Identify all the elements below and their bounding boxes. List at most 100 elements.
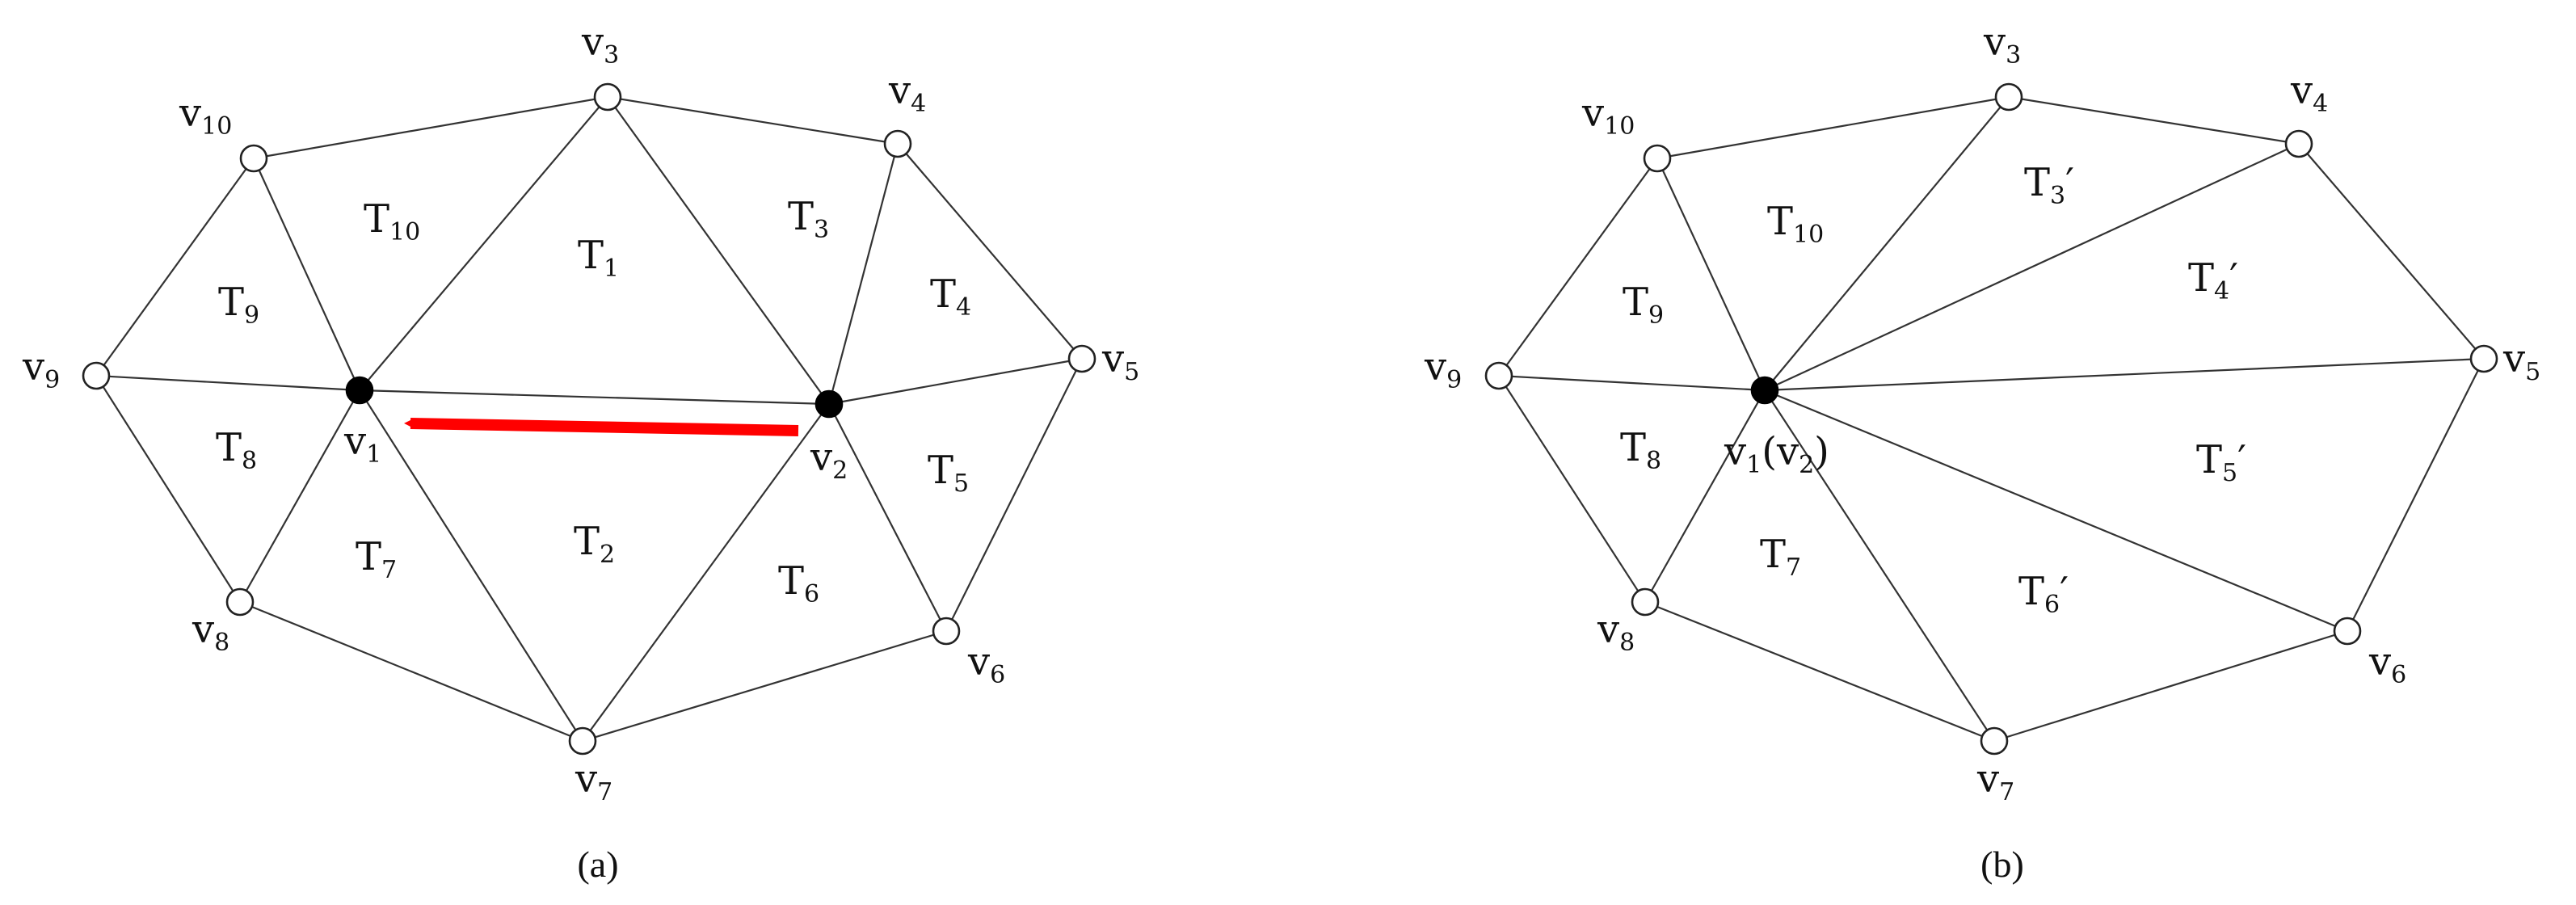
edge-v6-v7 [1993,629,2348,743]
label-v7: v7 [575,756,612,806]
vertex-v7 [1980,726,2009,756]
label-v2: v2 [810,435,848,485]
edge-v2-v5 [828,357,1083,406]
panel-b-triangle-labels: T3′ T4′ T5′ T6′ T7 T8 T9 T10 [1620,160,2246,619]
vertex-v7 [568,726,597,756]
edge-v4-v5 [897,143,1083,360]
label-v5: v5 [2502,336,2540,386]
edge-v1-v8 [1644,389,1766,603]
caption-b: (b) [1980,844,2024,885]
edge-v10-v3 [1656,95,2010,160]
label-v3: v3 [581,19,619,69]
vertex-v2 [814,389,844,419]
edge-v1-v5 [1764,357,2485,392]
vertex-v8 [1631,587,1660,617]
label-T10: T10 [364,196,420,246]
edge-v5-v6 [945,358,1083,632]
edge-v2-v3 [607,96,830,405]
edge-v1-v7 [359,389,583,742]
edge-v1-v8 [239,389,360,603]
edge-v8-v9 [95,375,241,603]
edge-v1-v3 [1764,96,2010,391]
label-v4: v4 [2290,68,2328,118]
panel-b-edges [1498,95,2485,743]
panel-a-triangle-labels: T1 T2 T3 T4 T5 T6 T7 T8 T9 T10 [216,194,971,608]
edge-v4-v5 [2298,143,2485,360]
vertex-v4 [2284,129,2313,158]
vertex-v8 [225,587,255,617]
vertex-v5 [1067,344,1096,373]
edge-v3-v4 [2008,95,2300,145]
vertex-v9 [82,361,111,390]
label-v8: v8 [1597,607,1635,657]
collapse-arrow [404,418,799,436]
vertex-v10 [1643,144,1672,173]
edge-v7-v8 [1644,600,1995,743]
panel-a-edges [95,95,1083,743]
label-T4-prime: T4′ [2188,255,2238,305]
panel-b: v1(v2) v3 v4 v5 v6 v7 v8 v9 v10 T3′ T4′ … [1424,19,2540,885]
panel-a: v1 v2 v3 v4 v5 v6 v7 v8 v9 v10 T1 T2 T3 … [22,19,1139,885]
panel-b-vertex-labels: v1(v2) v3 v4 v5 v6 v7 v8 v9 v10 [1424,19,2540,806]
label-T10: T10 [1767,199,1824,249]
edge-v2-v7 [582,403,830,742]
vertex-v1-merged [1750,376,1779,405]
vertex-v6 [932,617,961,646]
edge-v1-v9 [1498,374,1766,392]
edge-v1-v3 [359,96,608,391]
label-T7: T7 [356,534,397,584]
edge-v10-v3 [253,95,608,160]
label-T9: T9 [218,280,259,330]
label-v10: v10 [179,90,232,141]
panel-b-vertices [1484,82,2498,756]
vertex-v3 [1994,82,2023,112]
label-v6: v6 [2368,639,2406,689]
edge-v9-v10 [95,158,255,377]
edge-v8-v9 [1498,375,1646,603]
label-v1-v2: v1(v2) [1724,429,1829,479]
edge-v1-v9 [95,374,360,392]
label-T3-prime: T3′ [2024,160,2074,210]
edge-v1-v10 [1656,158,1766,391]
vertex-v9 [1484,361,1513,390]
label-T2: T2 [574,519,615,569]
label-v8: v8 [192,607,229,657]
panel-a-vertex-labels: v1 v2 v3 v4 v5 v6 v7 v8 v9 v10 [22,19,1139,806]
label-T7: T7 [1760,532,1801,582]
label-v1: v1 [343,419,381,469]
label-v4: v4 [888,68,926,118]
label-T6: T6 [778,558,819,608]
vertex-v10 [239,144,268,173]
edge-v9-v10 [1498,158,1658,377]
edge-v7-v8 [239,600,583,743]
label-v3: v3 [1983,19,2021,69]
label-T4: T4 [930,272,971,322]
label-T6-prime: T6′ [2018,569,2069,619]
edge-v1-v2 [359,389,830,406]
label-v5: v5 [1101,336,1139,386]
edge-v1-v10 [252,158,361,391]
label-v9: v9 [22,344,60,394]
panel-a-vertices [82,82,1096,756]
label-T1: T1 [578,233,619,283]
edge-v1-v7 [1764,389,1995,742]
label-T8: T8 [216,425,257,475]
vertex-v6 [2333,617,2362,646]
caption-a: (a) [577,844,618,885]
label-T5: T5 [928,448,969,498]
edge-v1-v6 [1764,389,2348,633]
edge-v6-v7 [582,629,947,743]
edge-v3-v4 [607,95,899,145]
label-v9: v9 [1424,344,1462,394]
vertex-v3 [593,82,622,112]
label-T8: T8 [1620,425,1661,475]
edge-v2-v4 [827,143,899,405]
edge-v5-v6 [2347,358,2485,632]
vertex-v1 [345,376,374,405]
vertex-v4 [883,129,912,158]
label-v10: v10 [1581,90,1635,141]
edge-v2-v6 [828,403,947,632]
label-T3: T3 [788,194,829,244]
edge-v1-v4 [1764,143,2300,391]
